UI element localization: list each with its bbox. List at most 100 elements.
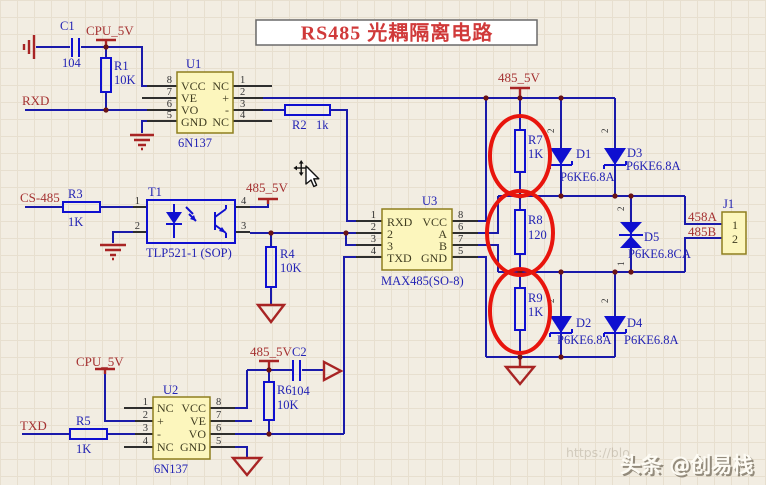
u1-pin4-num: 4: [240, 110, 246, 121]
u1-receive-section: C1 104 CPU_5V R1 10K RXD U1 6N137 8 7 6 …: [22, 19, 331, 150]
d3-ref: D3: [627, 146, 642, 160]
u1-pin6-num: 6: [167, 99, 172, 110]
u3-chip-body: [381, 208, 453, 271]
u3-pin5-num: 5: [458, 246, 463, 257]
u3-rxd-fn: RXD: [387, 215, 413, 229]
u1-device: 6N137: [178, 136, 212, 150]
u1-pin5-fn: GND: [181, 115, 207, 129]
j1-pin1-num: 1: [732, 218, 738, 232]
d3-value: P6KE6.8A: [626, 159, 681, 173]
r4-resistor: [265, 246, 277, 288]
r7-resistor: [514, 129, 526, 173]
r9-resistor: [514, 287, 526, 331]
t1-optocoupler-section: CS-485 R3 1K T1 TLP521-1 (SOP) 1 2 4 3 4…: [20, 180, 302, 288]
title-block: RS485 光耦隔离电路: [255, 19, 538, 46]
u3-a-fn: A: [438, 227, 447, 241]
j1-ref: J1: [723, 197, 734, 211]
u1-pin4-fn: NC: [212, 115, 229, 129]
c1-capacitor: [71, 38, 80, 57]
u1-pin7-fn: VE: [181, 91, 197, 105]
u1-pin3-num: 3: [240, 99, 245, 110]
r1-value: 10K: [114, 73, 136, 87]
u2-transmit-section: CPU_5V TXD R5 1K U2 6N137 1 2 3 4 NC + -…: [20, 344, 311, 476]
u3-ref: U3: [422, 194, 437, 208]
gnd-arrow-right-icon: [322, 360, 344, 382]
t1-device: TLP521-1 (SOP): [146, 246, 232, 260]
t1-body: [146, 199, 236, 244]
wires-blue: [22, 46, 722, 458]
r2-resistor: [284, 104, 331, 116]
r6-resistor: [263, 381, 275, 421]
r1-resistor: [100, 57, 112, 93]
u3-pin1-num: 1: [371, 210, 376, 221]
u2-pin6-num: 6: [216, 423, 221, 434]
title-box: [255, 19, 538, 46]
d2-value: P6KE6.8A: [557, 333, 612, 347]
rxd-net-label: RXD: [22, 93, 49, 108]
schematic-title: RS485 光耦隔离电路: [301, 21, 494, 45]
arrow-pointer-icon: [305, 165, 320, 188]
u2-pin7-fn: VE: [190, 414, 206, 428]
u2-pin2-fn: +: [157, 414, 164, 428]
annotation-highlights: [485, 114, 555, 355]
u3-re-fn: 2: [387, 227, 393, 241]
485-5v-label: 485_5V: [246, 180, 289, 195]
r7-value: 1K: [528, 147, 543, 161]
t1-phototransistor-icon: [214, 205, 227, 238]
c1-value: 104: [62, 56, 82, 70]
d4-ref: D4: [627, 316, 643, 330]
c2-value: 104: [291, 384, 311, 398]
cpu5v-power-bar-icon: [95, 367, 115, 374]
d5-value: P6KE6.8CA: [628, 247, 691, 261]
u1-pin2-fn: +: [222, 91, 229, 105]
485-5v-label: 485_5V: [498, 70, 541, 85]
t1-pin2-num: 2: [135, 221, 140, 232]
d1-ref: D1: [576, 147, 591, 161]
r4-value: 10K: [280, 261, 302, 275]
d1-tvs-diode: 2 D1 P6KE6.8A: [546, 129, 615, 185]
u2-pin2-num: 2: [143, 410, 148, 421]
u1-pin7-num: 7: [167, 87, 172, 98]
t1-ref: T1: [148, 185, 162, 199]
r7-highlight-circle: [488, 114, 552, 198]
d1-value: P6KE6.8A: [560, 170, 615, 184]
u1-pin6-fn: VO: [181, 103, 199, 117]
t1-led-icon: [166, 204, 197, 238]
r3-resistor: [62, 201, 101, 213]
u3-pin8-num: 8: [458, 210, 463, 221]
d4-tvs-diode: 2 D4 P6KE6.8A: [600, 299, 679, 348]
u3-device: MAX485(SO-8): [381, 274, 464, 288]
u2-device: 6N137: [154, 462, 188, 476]
485-5v-label: 485_5V: [250, 344, 293, 359]
line-b-net-label: 485B: [688, 224, 717, 239]
u2-pin1-num: 1: [143, 397, 148, 408]
u3-pin7-num: 7: [458, 234, 463, 245]
r9-value: 1K: [528, 305, 543, 319]
u3-txd-fn: TXD: [387, 251, 412, 265]
u2-ref: U2: [163, 383, 178, 397]
u1-ref: U1: [186, 57, 201, 71]
r6-ref: R6: [277, 383, 292, 397]
watermark-brand-shadow: 头条 @创易栈: [622, 455, 755, 479]
d3-tvs-diode: 2 D3 P6KE6.8A: [600, 129, 681, 174]
cpu5v-label: CPU_5V: [76, 354, 124, 369]
u3-max485-section: U3 MAX485(SO-8) 1 2 3 4 RXD 2 3 TXD VCC …: [371, 194, 464, 288]
d5-pin1-num: 1: [616, 262, 626, 267]
u2-pin5-num: 5: [216, 436, 221, 447]
r3-ref: R3: [68, 187, 83, 201]
u2-pin7-num: 7: [216, 410, 221, 421]
r8-resistor: [514, 209, 526, 255]
u2-pin3-fn: -: [157, 427, 161, 441]
watermark: https://blo 头条 @创易栈 头条 @创易栈: [566, 445, 755, 479]
cpu5v-label: CPU_5V: [86, 23, 134, 38]
gnd-arrow-icon: [230, 456, 264, 477]
t1-pin4-num: 4: [241, 196, 247, 207]
u2-pin8-fn: VCC: [181, 401, 206, 415]
u3-de-fn: 3: [387, 239, 393, 253]
d5-pin2-num: 2: [616, 207, 626, 212]
u3-gnd-fn: GND: [421, 251, 447, 265]
cs485-net-label: CS-485: [20, 190, 60, 205]
ladder-ground-icon: [100, 243, 126, 261]
d5-ref: D5: [644, 230, 659, 244]
